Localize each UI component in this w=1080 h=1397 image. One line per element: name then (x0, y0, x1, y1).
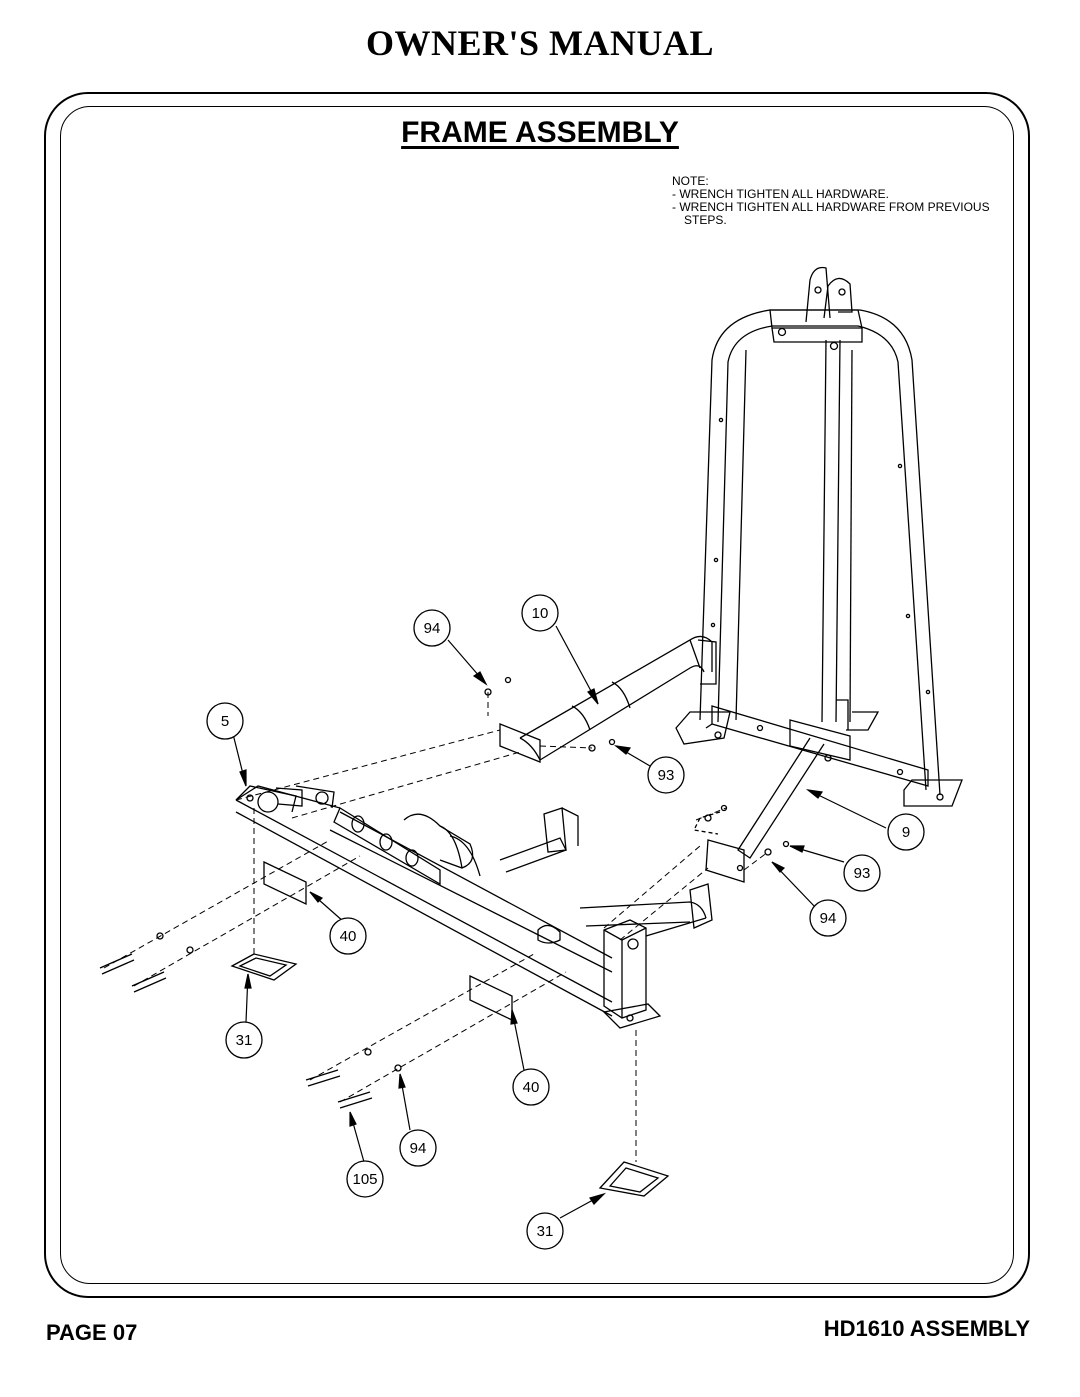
callout-105: 105 (346, 1160, 384, 1198)
page-border-outer (44, 92, 1030, 1298)
callout-9: 9 (887, 813, 925, 851)
hardware (99, 676, 790, 1109)
note-item-1: - WRENCH TIGHTEN ALL HARDWARE. (672, 187, 889, 201)
page-number: PAGE 07 (46, 1320, 138, 1345)
long-base-rail (235, 785, 662, 1029)
svg-text:94: 94 (820, 910, 837, 927)
section-title-text: FRAME ASSEMBLY (401, 116, 679, 149)
svg-text:40: 40 (523, 1079, 540, 1096)
curved-rail-10 (499, 635, 717, 763)
callout-5: 5 (206, 702, 244, 740)
note-item-2: - WRENCH TIGHTEN ALL HARDWARE FROM PREVI… (672, 200, 990, 227)
svg-text:94: 94 (424, 620, 441, 637)
svg-text:94: 94 (410, 1140, 427, 1157)
upright-tower (675, 266, 963, 807)
callout-93-right: 93 (843, 854, 881, 892)
svg-text:31: 31 (537, 1223, 554, 1240)
leader-lines (231, 625, 887, 1219)
callout-40-left: 40 (329, 917, 367, 955)
center-spine-tube (693, 737, 825, 883)
assembly-note: NOTE: - WRENCH TIGHTEN ALL HARDWARE. - W… (672, 175, 992, 227)
callout-10: 10 (521, 594, 559, 632)
callout-94-top: 94 (413, 609, 451, 647)
svg-text:40: 40 (340, 928, 357, 945)
section-title: FRAME ASSEMBLY (0, 116, 1080, 150)
callout-93-top: 93 (647, 756, 685, 794)
svg-text:93: 93 (854, 865, 871, 882)
callout-31-bottom: 31 (526, 1212, 564, 1250)
manual-title: OWNER'S MANUAL (365, 23, 714, 63)
svg-text:105: 105 (352, 1171, 377, 1188)
note-heading: NOTE: (672, 174, 709, 188)
callout-94-right: 94 (809, 899, 847, 937)
svg-text:31: 31 (236, 1032, 253, 1049)
plates-and-feet (230, 860, 670, 1197)
callout-group: 94 10 5 93 9 93 94 40 (206, 594, 925, 1250)
callout-31-left: 31 (225, 1021, 263, 1059)
svg-text:5: 5 (221, 713, 229, 730)
callout-94-bottom: 94 (399, 1129, 437, 1167)
model-assembly-label: HD1610 ASSEMBLY (823, 1316, 1030, 1341)
svg-text:9: 9 (902, 824, 910, 841)
alignment-lines (103, 692, 769, 1162)
callout-40-bottom: 40 (512, 1068, 550, 1106)
cross-tube-brackets (499, 807, 713, 944)
svg-text:93: 93 (658, 767, 675, 784)
svg-text:10: 10 (532, 605, 549, 622)
page-border-inner (60, 106, 1014, 1284)
